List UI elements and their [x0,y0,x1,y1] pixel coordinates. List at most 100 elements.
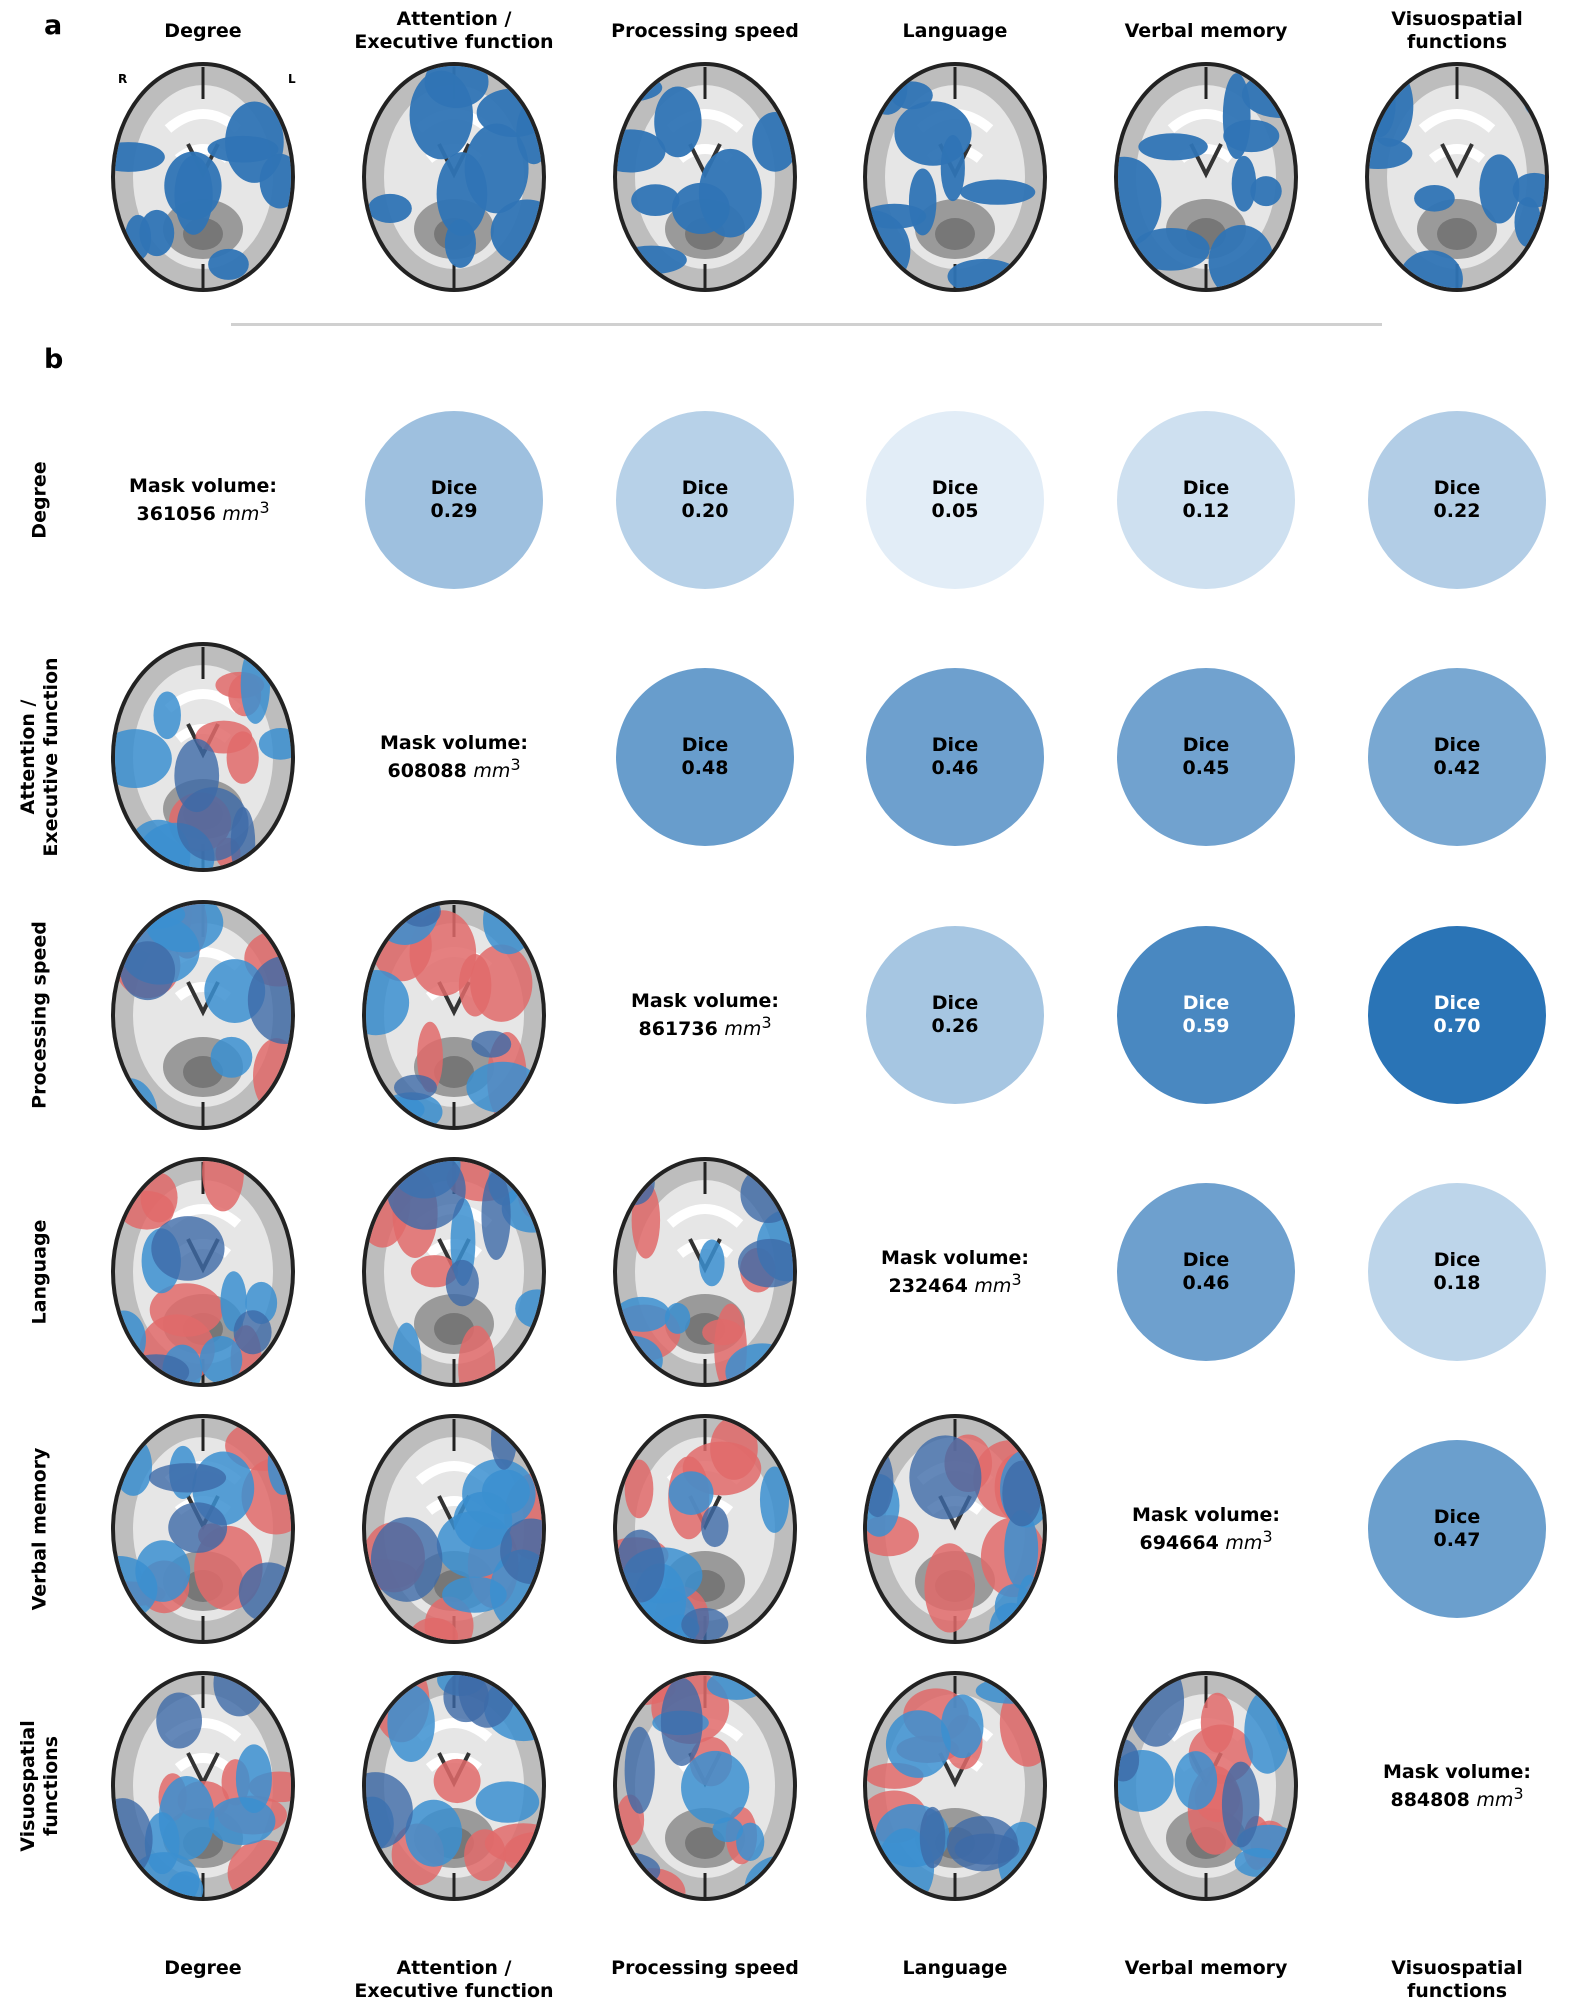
mask-volume-label: Mask volume: [1131,1503,1281,1526]
dice-value: 0.22 [1433,500,1481,522]
mask-volume-unit: mm [724,1018,762,1041]
panel-a-column-title: Visuospatial functions [1391,8,1523,53]
row-label: Processing speed [28,921,51,1109]
mask-volume-value: 361056 mm3 [129,497,277,525]
dice-label: Dice [681,477,729,499]
mask-volume-unit-exponent: 3 [1513,1783,1524,1803]
panel-a-column-title: Processing speed [611,20,799,42]
row-label: Degree [28,461,51,539]
panel-a-column-title: Attention / Executive function [354,8,554,53]
panel-a-letter: a [44,10,63,41]
dice-value: 0.12 [1182,500,1230,522]
overlap-brain-map [860,1411,1050,1647]
dice-value: 0.05 [931,500,979,522]
mask-volume-value: 861736 mm3 [631,1012,779,1040]
dice-value: 0.42 [1433,757,1481,779]
overlap-brain-map [359,1668,549,1904]
overlap-brain-map [108,1668,298,1904]
row-label: Attention / Executive function [17,657,62,857]
mask-volume-number: 608088 [387,760,467,783]
mask-volume: Mask volume:361056 mm3 [129,475,277,525]
dice-value: 0.20 [681,500,729,522]
overlap-brain-map [359,1154,549,1390]
panel-a-brain-mask [359,59,549,295]
dice-value: 0.45 [1182,757,1230,779]
row-label: Visuospatial functions [17,1720,62,1852]
bottom-column-label: Language [902,1957,1008,1979]
dice-value: 0.48 [681,757,729,779]
dice-label: Dice [1433,1249,1481,1271]
mask-volume-unit: mm [974,1275,1012,1298]
dice-value: 0.46 [931,757,979,779]
mask-volume: Mask volume:861736 mm3 [631,990,779,1040]
mask-volume-unit-exponent: 3 [761,1012,772,1032]
dice-label: Dice [1433,734,1481,756]
mask-volume-unit: mm [1225,1532,1263,1555]
orientation-left-label: L [288,72,296,86]
dice-label: Dice [1182,477,1230,499]
overlap-brain-map [610,1668,800,1904]
panel-a-column-title: Verbal memory [1124,20,1288,42]
bottom-column-label: Verbal memory [1124,1957,1288,1979]
overlap-brain-map [610,1154,800,1390]
dice-label: Dice [1182,1249,1230,1271]
dice-label: Dice [1433,992,1481,1014]
orientation-right-label: R [118,72,128,86]
dice-label: Dice [1433,1506,1481,1528]
dice-label: Dice [931,477,979,499]
mask-volume-number: 361056 [136,503,216,526]
mask-volume-label: Mask volume: [128,474,278,497]
panel-b-letter: b [44,344,64,375]
mask-volume-number: 232464 [888,1275,968,1298]
dice-label: Dice [1182,734,1230,756]
mask-volume-number: 694664 [1139,1532,1219,1555]
panel-divider [231,323,1382,326]
panel-a-column-title: Language [902,20,1008,42]
overlap-brain-map [108,1411,298,1647]
bottom-column-label: Visuospatial functions [1391,1957,1523,2002]
panel-a-brain-mask [1362,59,1552,295]
overlap-brain-map [610,1411,800,1647]
dice-value: 0.70 [1433,1015,1481,1037]
mask-volume-unit-exponent: 3 [1011,1269,1022,1289]
mask-volume: Mask volume:608088 mm3 [380,732,528,782]
mask-volume-number: 861736 [638,1018,718,1041]
dice-value: 0.59 [1182,1015,1230,1037]
mask-volume-unit-exponent: 3 [510,754,521,774]
overlap-brain-map [860,1668,1050,1904]
mask-volume-value: 884808 mm3 [1383,1783,1531,1811]
mask-volume-unit-exponent: 3 [259,497,270,517]
mask-volume-unit: mm [1476,1789,1514,1812]
mask-volume-number: 884808 [1390,1789,1470,1812]
dice-label: Dice [931,992,979,1014]
dice-value: 0.26 [931,1015,979,1037]
dice-value: 0.47 [1433,1529,1481,1551]
mask-volume-value: 694664 mm3 [1132,1526,1280,1554]
mask-volume-label: Mask volume: [630,989,780,1012]
bottom-column-label: Processing speed [611,1957,799,1979]
dice-label: Dice [1433,477,1481,499]
mask-volume-unit: mm [222,503,260,526]
mask-volume: Mask volume:232464 mm3 [881,1247,1029,1297]
dice-label: Dice [1182,992,1230,1014]
overlap-brain-map [359,1411,549,1647]
dice-label: Dice [931,734,979,756]
panel-a-brain-mask [610,59,800,295]
bottom-column-label: Attention / Executive function [354,1957,554,2002]
mask-volume-value: 608088 mm3 [380,754,528,782]
overlap-brain-map [108,1154,298,1390]
mask-volume-label: Mask volume: [379,731,529,754]
mask-volume-unit: mm [473,760,511,783]
